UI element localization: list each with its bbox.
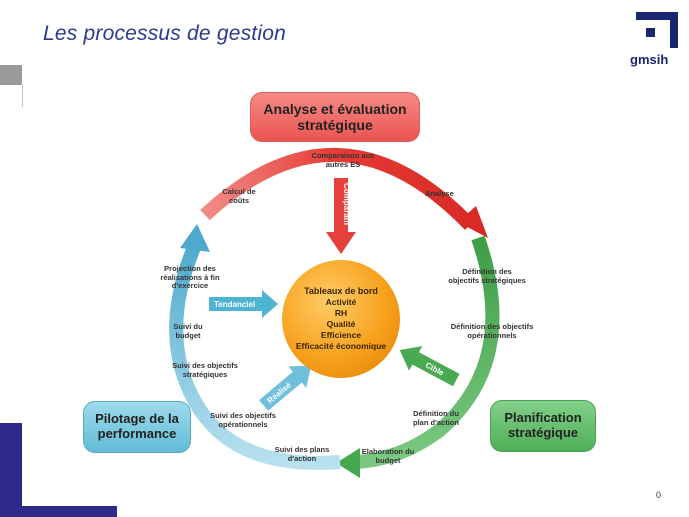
- label-suivi-obj-strat: Suivi des objectifs stratégiques: [172, 361, 238, 379]
- label-elaboration-budget: Elaboration du budget: [361, 447, 415, 465]
- blue-arrowhead: [180, 224, 210, 252]
- green-cycle-arrow: [354, 235, 500, 469]
- label-analyse: Analyse: [425, 189, 454, 198]
- label-projection: Projection des réalisations à fin d'exer…: [160, 264, 220, 291]
- label-suivi-budget: Suivi du budget: [173, 322, 203, 340]
- slide-title: Les processus de gestion: [43, 22, 286, 45]
- stage-planification: Planification stratégique: [490, 400, 596, 452]
- label-comparaison: Comparaison aux autres ES: [311, 151, 375, 169]
- label-def-obj-oper: Définition des objectifs opérationnels: [450, 322, 534, 340]
- page-number: 0: [656, 490, 662, 500]
- decor-divider: [22, 85, 23, 107]
- label-calcul-couts: Calcul de coûts: [222, 187, 256, 205]
- label-def-obj-strat: Définition des objectifs stratégiques: [448, 267, 526, 285]
- arrow-comparatif: Comparatif: [326, 178, 356, 254]
- center-dashboard-circle: Tableaux de bord Activité RH Qualité Eff…: [282, 260, 400, 378]
- center-item: Activité: [325, 297, 357, 308]
- center-item: Qualité: [326, 319, 356, 330]
- blue-cycle-arrow: [169, 242, 341, 470]
- label-def-plan: Définition du plan d'action: [413, 409, 459, 427]
- decor-navy-footer: [22, 506, 117, 517]
- stage-analyse: Analyse et évaluation stratégique: [250, 92, 420, 142]
- decor-grey-block: [0, 65, 22, 85]
- label-suivi-obj-oper: Suivi des objectifs opérationnels: [210, 411, 276, 429]
- center-item: Efficacité économique: [295, 341, 387, 352]
- gmsih-logo-icon: [636, 12, 678, 48]
- decor-navy-bar: [0, 423, 22, 517]
- arrow-tendanciel-label: Tendanciel: [214, 300, 255, 309]
- stage-pilotage: Pilotage de la performance: [83, 401, 191, 453]
- red-arrowhead: [458, 206, 488, 238]
- center-title: Tableaux de bord: [304, 285, 378, 296]
- green-arrowhead: [336, 448, 360, 478]
- label-suivi-plans: Suivi des plans d'action: [274, 445, 330, 463]
- center-item: RH: [334, 308, 348, 319]
- center-item: Efficience: [320, 330, 362, 341]
- arrow-cible: Cible: [399, 346, 460, 387]
- red-cycle-arrow: [200, 147, 476, 230]
- logo-text: gmsih: [630, 52, 669, 67]
- arrow-tendanciel: Tendanciel: [209, 290, 278, 318]
- arrow-comparatif-label: Comparatif: [342, 183, 351, 226]
